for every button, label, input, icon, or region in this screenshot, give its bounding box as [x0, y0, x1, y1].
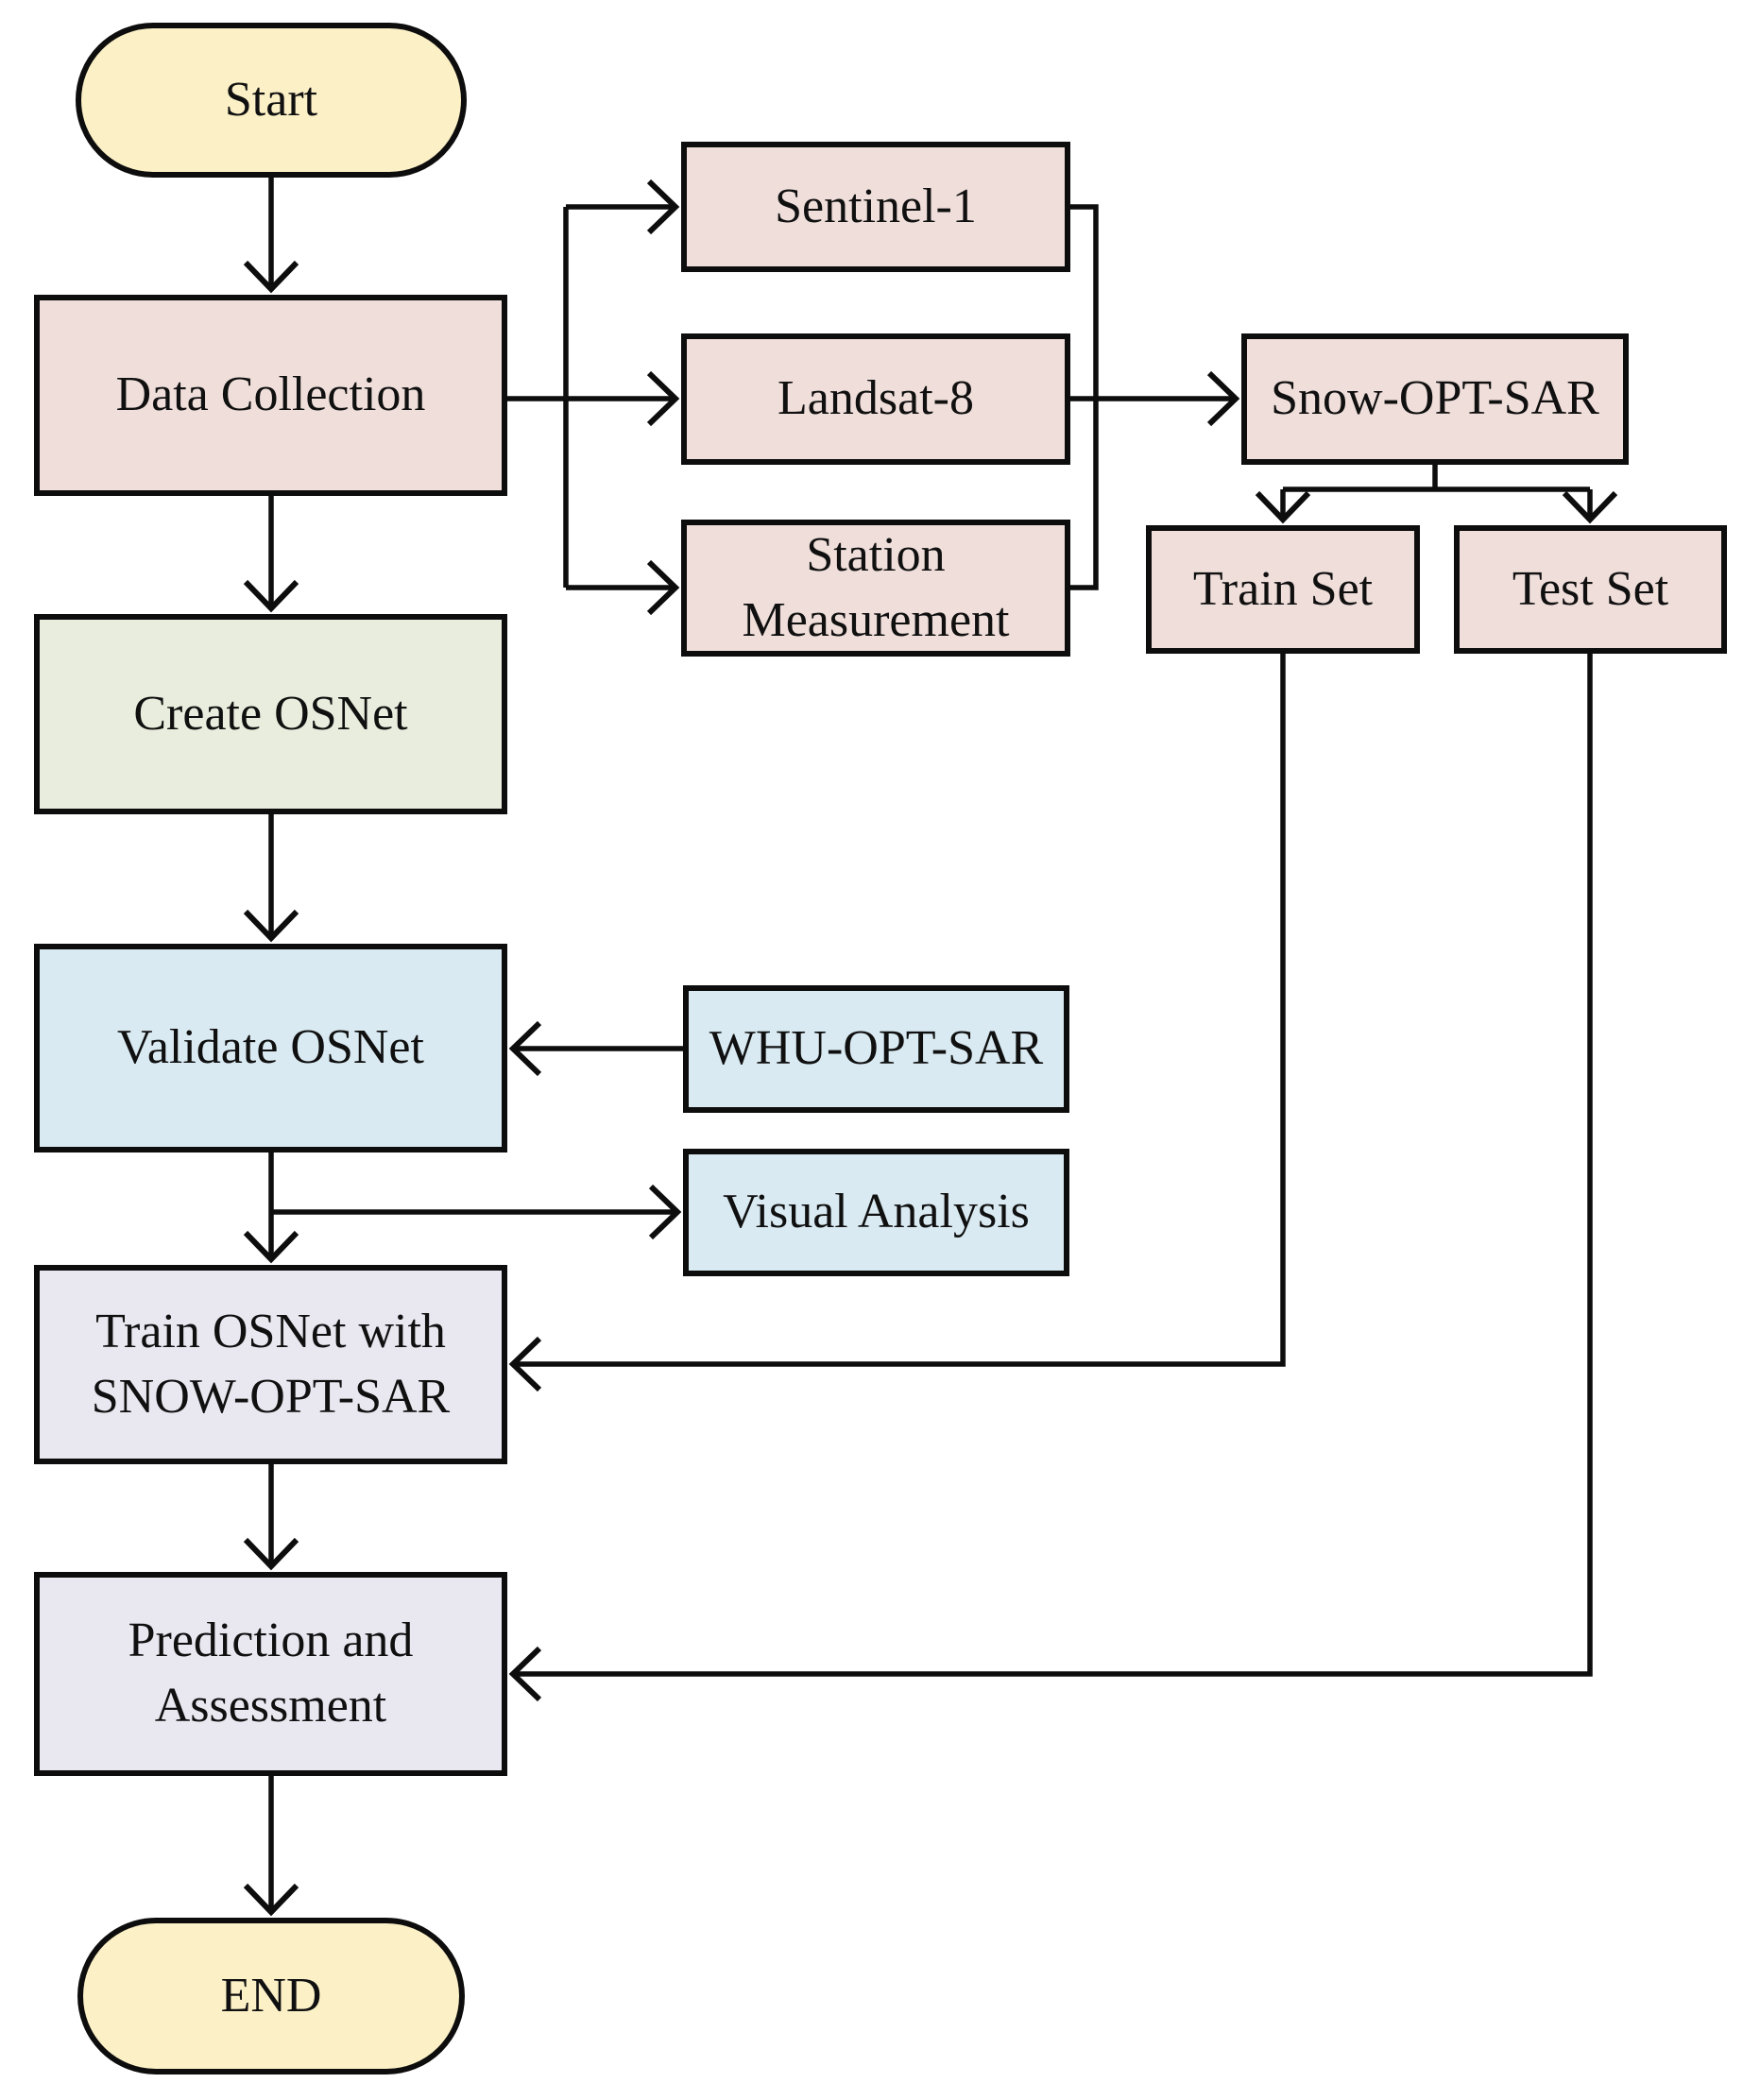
node-end: END [77, 1918, 465, 2074]
node-station-measurement: Station Measurement [681, 520, 1070, 657]
node-whu-opt-sar: WHU-OPT-SAR [683, 985, 1069, 1113]
node-test-set: Test Set [1454, 525, 1727, 654]
node-visual-analysis: Visual Analysis [683, 1149, 1069, 1276]
node-validate-osnet: Validate OSNet [34, 944, 507, 1152]
node-snow-opt-sar: Snow-OPT-SAR [1241, 333, 1629, 465]
node-start: Start [76, 23, 467, 178]
node-data-collection: Data Collection [34, 295, 507, 496]
connector-train-set-to-train-osnet [508, 654, 1286, 1392]
connector-test-set-to-prediction [508, 654, 1593, 1702]
node-create-osnet: Create OSNet [34, 614, 507, 814]
node-prediction-and-assessment: Prediction and Assessment [34, 1572, 507, 1776]
node-train-osnet-with-snow-opt-sar: Train OSNet with SNOW-OPT-SAR [34, 1265, 507, 1464]
node-landsat-8: Landsat-8 [681, 333, 1070, 465]
node-train-set: Train Set [1146, 525, 1420, 654]
node-sentinel-1: Sentinel-1 [681, 142, 1070, 272]
